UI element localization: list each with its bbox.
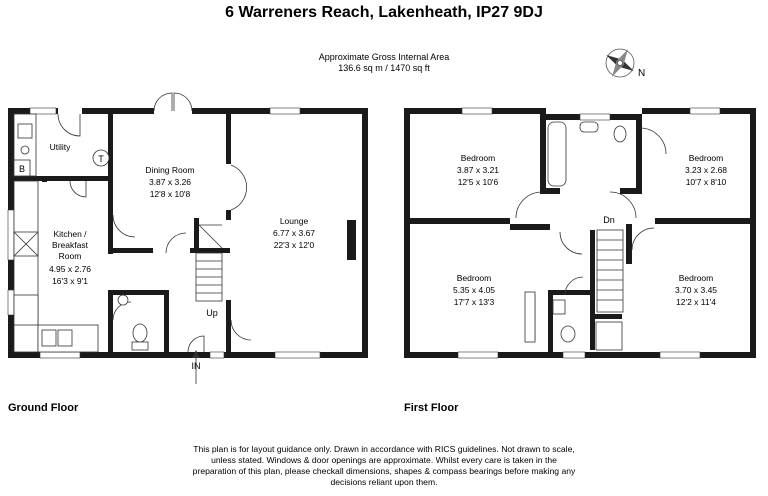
ff-stairs-label: Dn [603, 215, 615, 225]
gf-wall-east [362, 108, 368, 358]
disclaimer-line: preparation of this plan, please checkal… [192, 466, 576, 476]
tank-symbol: T [98, 154, 104, 164]
ff-toilet-icon [613, 125, 627, 143]
gross-area-label: Approximate Gross Internal Area [318, 52, 450, 62]
gf-toilet-icon [132, 323, 148, 343]
bedroom2-metric: 3.23 x 2.68 [685, 165, 727, 175]
bath-icon [547, 121, 567, 187]
compass-icon [605, 48, 635, 78]
bedroom1-name: Bedroom [461, 153, 496, 163]
kitchen-imperial: 16'3 x 9'1 [52, 276, 88, 286]
oven-icon [13, 294, 39, 326]
wardrobe-icon [524, 291, 536, 343]
tank-icon [92, 149, 110, 167]
gf-basin-icon [117, 294, 129, 306]
entrance-arrow-icon [192, 350, 200, 384]
gf-fireplace [347, 220, 356, 260]
gf-wall-wc [108, 290, 164, 295]
bedroom4-name: Bedroom [679, 273, 714, 283]
bedroom1-imperial: 12'5 x 10'6 [458, 177, 499, 187]
gf-wall-dining-lounge-a [226, 114, 231, 164]
ff-wall-west [404, 108, 410, 358]
disclaimer-line: This plan is for layout guidance only. D… [193, 444, 575, 454]
gf-wall-south [8, 352, 368, 358]
bedroom4-metric: 3.70 x 3.45 [675, 285, 717, 295]
gf-wall-utility-kitchen [14, 176, 108, 181]
gf-wall-north-b [82, 108, 154, 114]
dining-room-metric: 3.87 x 3.26 [149, 177, 191, 187]
gf-stairs [195, 252, 223, 302]
gf-wall-kitchen-dining [108, 114, 113, 254]
utility-sink-icon [17, 123, 33, 139]
bedroom3-imperial: 17'7 x 13'3 [454, 297, 495, 307]
shower-icon [595, 321, 623, 351]
bedroom2-imperial: 10'7 x 8'10 [686, 177, 727, 187]
bedroom2-name: Bedroom [689, 153, 724, 163]
boiler-symbol: B [19, 164, 25, 174]
bedroom4-imperial: 12'2 x 11'4 [676, 297, 716, 307]
lounge-name: Lounge [280, 216, 309, 226]
ground-floor-plan: T B IN Up Utility Dining Room 3.87 x 3.2… [7, 92, 368, 384]
dining-room-name: Dining Room [145, 165, 194, 175]
compass-north-label: N [638, 68, 645, 79]
ff-wall-bed1-bed3 [410, 218, 510, 224]
gf-stairs-label: Up [206, 308, 218, 318]
utility-name: Utility [50, 142, 72, 152]
disclaimer-line: decisions reliant upon them. [330, 477, 438, 487]
bedroom3-metric: 5.35 x 4.05 [453, 285, 495, 295]
kitchen-name-line1: Kitchen / [53, 229, 87, 239]
kitchen-name-line2: Breakfast [52, 240, 89, 250]
kitchen-metric: 4.95 x 2.76 [49, 264, 91, 274]
lounge-imperial: 22'3 x 12'0 [274, 240, 315, 250]
dining-room-imperial: 12'8 x 10'8 [150, 189, 191, 199]
kitchen-sink-icon [41, 329, 57, 347]
ff-stairs [596, 229, 624, 313]
ff-basin-icon [579, 121, 599, 133]
ff-wall-bed2-bed4 [655, 218, 750, 224]
boiler-icon [13, 159, 31, 177]
kitchen-name-line3: Room [59, 251, 82, 261]
kitchen-worktop [13, 180, 39, 353]
gf-wall-dining-hall [113, 248, 153, 253]
gross-area-value: 136.6 sq m / 1470 sq ft [338, 63, 430, 73]
disclaimer-line: unless stated. Windows & door openings a… [211, 455, 557, 465]
plan-title: 6 Warreners Reach, Lakenheath, IP27 9DJ [225, 4, 543, 21]
bedroom3-name: Bedroom [457, 273, 492, 283]
disclaimer: This plan is for layout guidance only. D… [150, 444, 618, 488]
entrance-label: IN [192, 361, 201, 371]
ensuite-toilet-icon [560, 325, 576, 343]
ensuite-basin-icon [552, 299, 566, 315]
first-floor-plan: Dn Bedroom 3.87 x 3.21 12'5 x 10'6 Bedro… [404, 107, 756, 359]
ground-floor-label: Ground Floor [8, 402, 79, 414]
bedroom1-metric: 3.87 x 3.21 [457, 165, 499, 175]
ff-wall-east [750, 108, 756, 358]
lounge-metric: 6.77 x 3.67 [273, 228, 315, 238]
first-floor-label: First Floor [404, 402, 459, 414]
